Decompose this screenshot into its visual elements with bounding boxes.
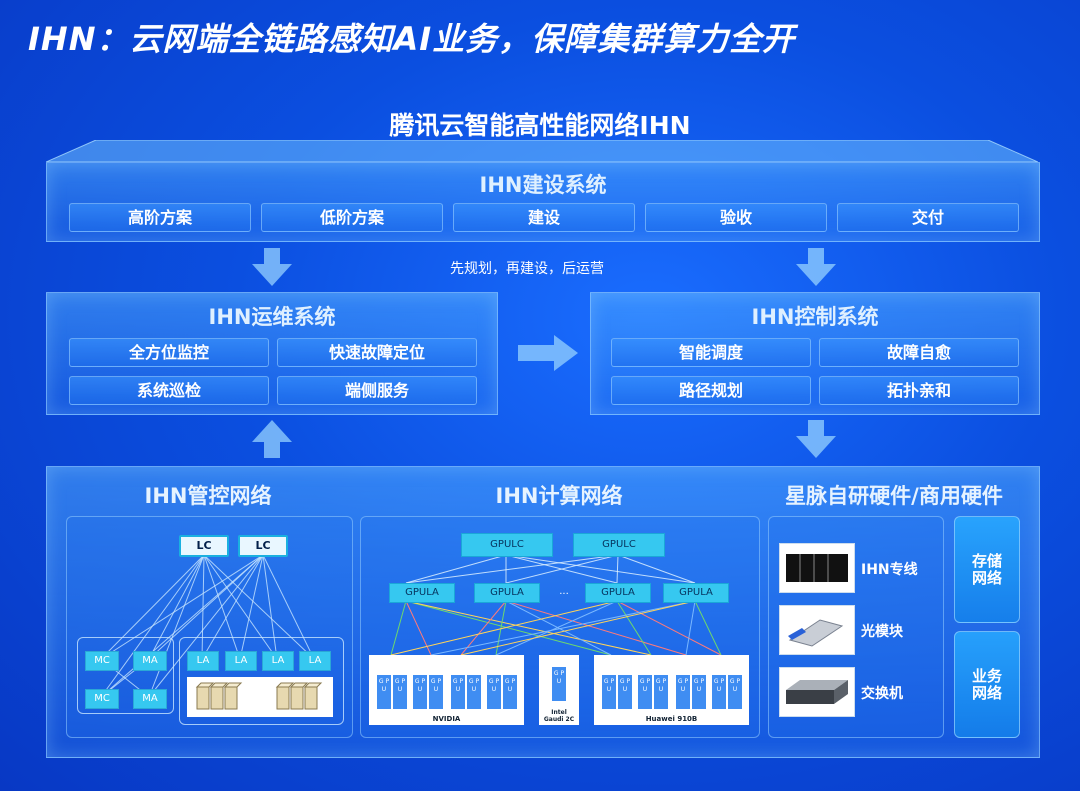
build-item-delivery: 交付 xyxy=(837,203,1019,232)
optical-module-card xyxy=(779,605,855,655)
dedicated-line-card xyxy=(779,543,855,593)
arrow-down-icon xyxy=(796,248,836,286)
business-network-tile: 业务网络 xyxy=(954,631,1020,738)
control-system-title: IHN控制系统 xyxy=(751,305,879,329)
gpu-chip-icon: G P U xyxy=(377,675,391,709)
gpulc-node: GPULC xyxy=(461,533,553,557)
mc-ma-group xyxy=(77,637,174,714)
ops-item-inspection: 系统巡检 xyxy=(69,376,269,405)
huawei-label: Huawei 910B xyxy=(645,715,698,723)
ops-item-fault-locate: 快速故障定位 xyxy=(277,338,477,367)
gpula-node: GPULA xyxy=(585,583,651,603)
gpu-chip-icon: G P U xyxy=(728,675,742,709)
lc-node: LC xyxy=(238,535,288,557)
gpula-node: GPULA xyxy=(663,583,729,603)
gpu-chip-icon: G P U xyxy=(467,675,481,709)
compute-network-diagram: GPULC GPULC GPULA GPULA ... GPULA GPULA … xyxy=(360,516,760,738)
gpu-chip-icon: G P U xyxy=(676,675,690,709)
control-item-topology-affinity: 拓扑亲和 xyxy=(819,376,1019,405)
business-network-label: 业务网络 xyxy=(971,667,1002,702)
mgmt-network-title: IHN管控网络 xyxy=(144,484,272,508)
mgmt-network-diagram: LC LC MC MA MC MA LA LA LA LA xyxy=(66,516,353,738)
huawei-server-box: G P U G P U G P U G P U G P U G P U G P … xyxy=(594,655,749,725)
lc-node: LC xyxy=(179,535,229,557)
gpu-chip-icon: G P U xyxy=(602,675,616,709)
build-item-low-level-plan: 低阶方案 xyxy=(261,203,443,232)
la-server-group xyxy=(179,637,344,725)
ops-system-panel: IHN运维系统 全方位监控 快速故障定位 系统巡检 端侧服务 xyxy=(46,292,498,415)
gpu-chip-icon: G P U xyxy=(654,675,668,709)
la-node: LA xyxy=(262,651,294,671)
intel-server-box: G P U Intel Gaudi 2C xyxy=(539,655,579,725)
nvidia-label: NVIDIA xyxy=(432,715,461,723)
page-headline: IHN：云网端全链路感知AI业务，保障集群算力全开 xyxy=(28,20,796,58)
switch-card xyxy=(779,667,855,717)
build-item-high-level-plan: 高阶方案 xyxy=(69,203,251,232)
gpula-node: GPULA xyxy=(389,583,455,603)
ops-item-monitoring: 全方位监控 xyxy=(69,338,269,367)
ma-node: MA xyxy=(133,651,167,671)
storage-network-label: 存储网络 xyxy=(971,552,1002,587)
server-rack-area xyxy=(187,677,333,717)
control-system-panel: IHN控制系统 智能调度 故障自愈 路径规划 拓扑亲和 xyxy=(590,292,1040,415)
roof-shape xyxy=(46,140,1038,162)
diagram-title: 腾讯云智能高性能网络IHN xyxy=(389,111,691,140)
build-item-acceptance: 验收 xyxy=(645,203,827,232)
optical-module-label: 光模块 xyxy=(861,624,903,640)
gpu-chip-icon: G P U xyxy=(487,675,501,709)
arrow-right-icon xyxy=(518,335,578,371)
gpu-chip-icon: G P U xyxy=(618,675,632,709)
switch-icon xyxy=(786,680,848,704)
gpulc-node: GPULC xyxy=(573,533,665,557)
la-node: LA xyxy=(299,651,331,671)
gpu-chip-icon: G P U xyxy=(413,675,427,709)
la-node: LA xyxy=(225,651,257,671)
nvidia-server-box: G P U G P U G P U G P U G P U G P U G P … xyxy=(369,655,524,725)
la-node: LA xyxy=(187,651,219,671)
storage-network-tile: 存储网络 xyxy=(954,516,1020,623)
hardware-title: 星脉自研硬件/商用硬件 xyxy=(785,484,1003,508)
compute-network-title: IHN计算网络 xyxy=(495,484,623,508)
arrow-up-icon xyxy=(252,420,292,458)
gpula-ellipsis: ... xyxy=(559,586,569,597)
compute-network-links xyxy=(390,554,722,656)
arrow-down-icon xyxy=(796,420,836,458)
arrow-down-icon xyxy=(252,248,292,286)
control-item-path-planning: 路径规划 xyxy=(611,376,811,405)
intel-label: Intel Gaudi 2C xyxy=(543,709,575,723)
server-icon xyxy=(195,682,323,710)
gpu-chip-icon: G P U xyxy=(552,667,566,701)
cable-icon xyxy=(786,554,848,582)
mc-node: MC xyxy=(85,689,119,709)
gpula-node: GPULA xyxy=(474,583,540,603)
gpu-chip-icon: G P U xyxy=(692,675,706,709)
optical-module-icon xyxy=(788,619,844,647)
mc-node: MC xyxy=(85,651,119,671)
gpu-chip-icon: G P U xyxy=(393,675,407,709)
gpu-chip-icon: G P U xyxy=(712,675,726,709)
switch-label: 交换机 xyxy=(861,686,903,702)
gpu-chip-icon: G P U xyxy=(429,675,443,709)
mgmt-network-links xyxy=(100,554,315,698)
build-item-construction: 建设 xyxy=(453,203,635,232)
gpu-chip-icon: G P U xyxy=(451,675,465,709)
gpu-chip-icon: G P U xyxy=(503,675,517,709)
hardware-list: IHN专线 光模块 交换机 xyxy=(768,516,944,738)
gpu-chip-icon: G P U xyxy=(638,675,652,709)
dedicated-line-label: IHN专线 xyxy=(861,562,918,578)
build-system-title: IHN建设系统 xyxy=(479,173,607,197)
control-item-self-healing: 故障自愈 xyxy=(819,338,1019,367)
flow-note: 先规划，再建设，后运营 xyxy=(450,261,604,277)
build-system-panel: IHN建设系统 高阶方案 低阶方案 建设 验收 交付 xyxy=(46,162,1040,242)
control-item-scheduling: 智能调度 xyxy=(611,338,811,367)
ma-node: MA xyxy=(133,689,167,709)
ops-system-title: IHN运维系统 xyxy=(208,305,336,329)
ops-item-endpoint-service: 端侧服务 xyxy=(277,376,477,405)
